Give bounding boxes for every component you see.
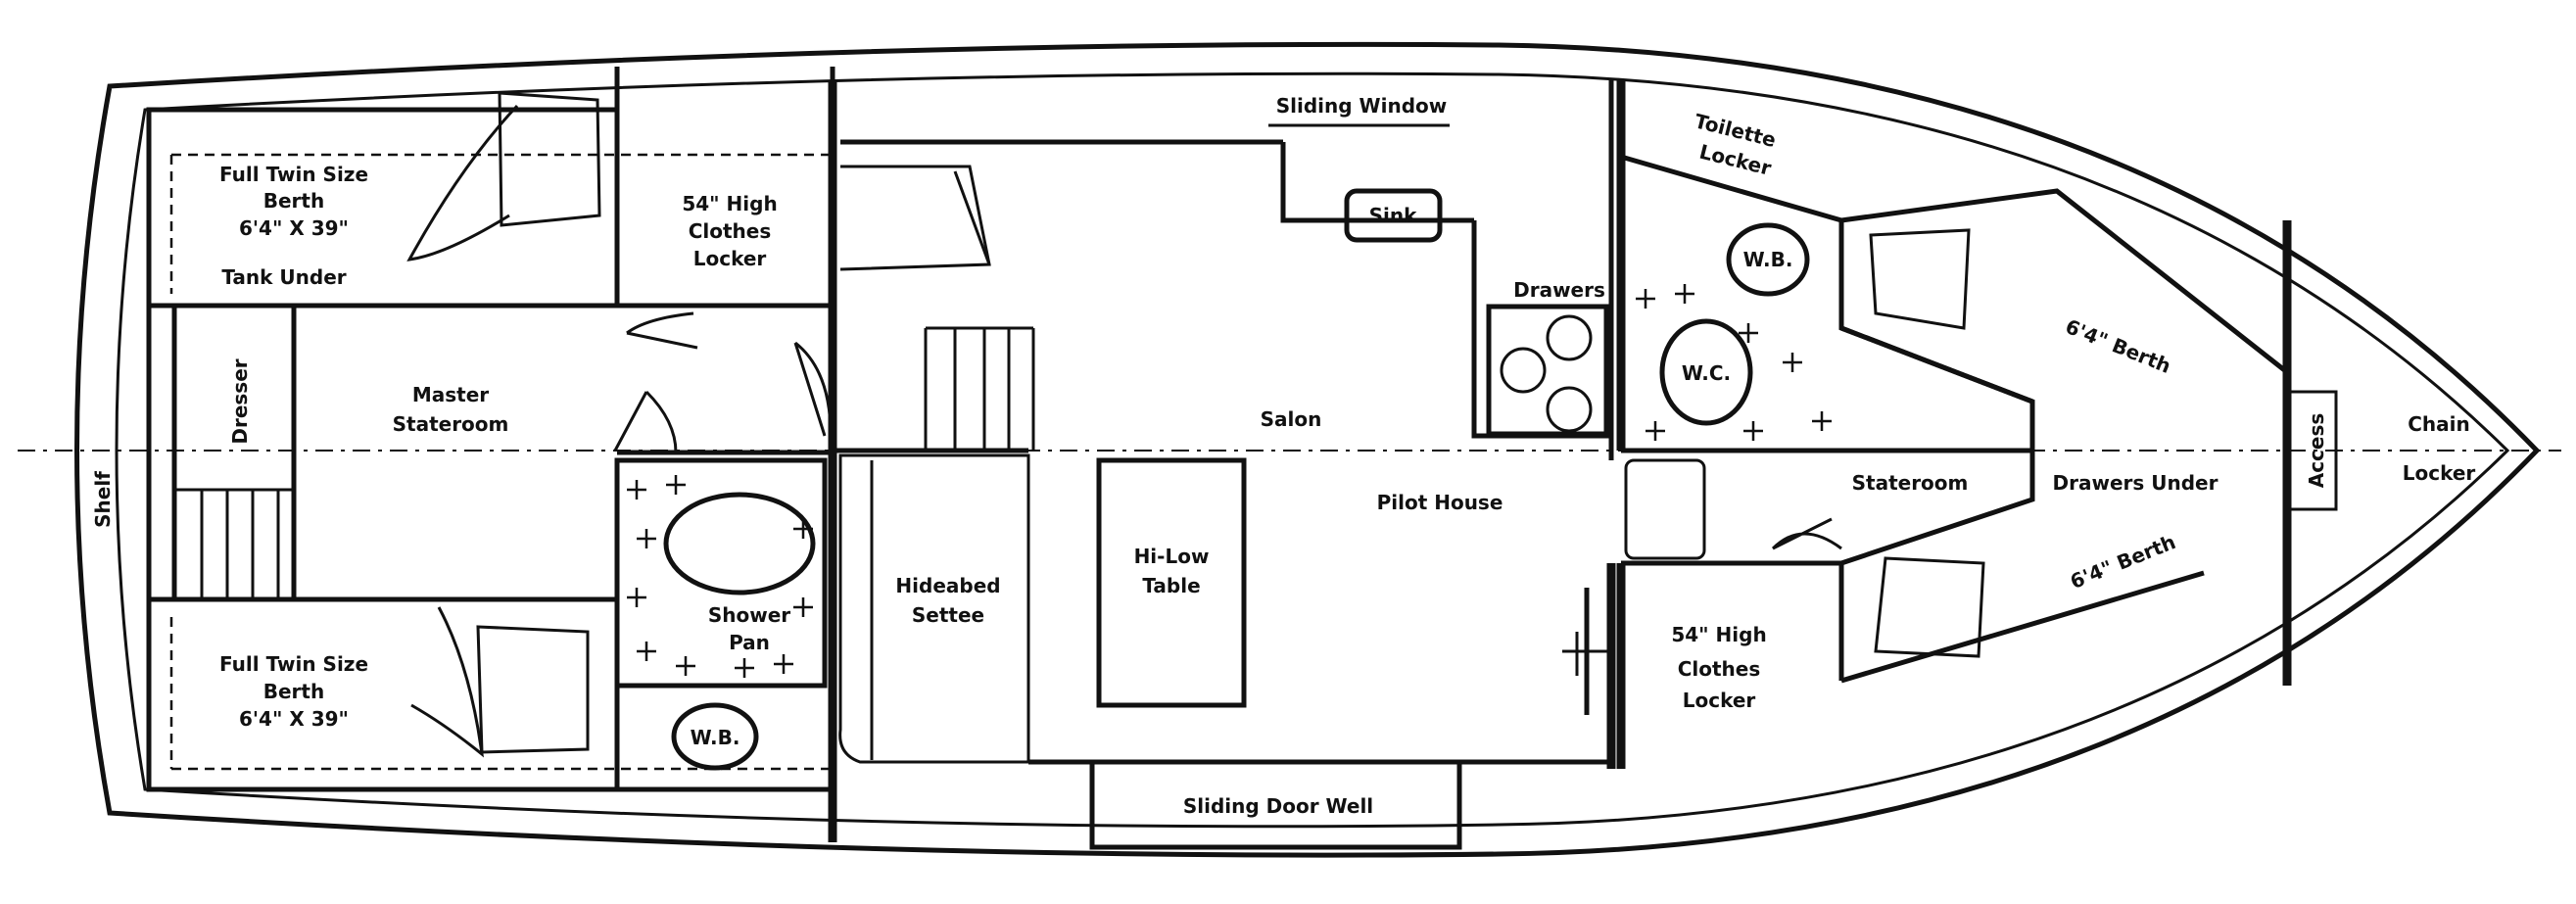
forward-pillows	[1869, 228, 1985, 658]
shower-pan-2: Pan	[729, 631, 770, 654]
access: Access	[2305, 413, 2328, 489]
full-twin-bottom-3: 6'4" X 39"	[239, 707, 349, 731]
clothes-locker-fwd-1: 54" High	[1671, 623, 1766, 646]
clothes-locker-fwd-3: Locker	[1683, 689, 1756, 712]
drawers-under: Drawers Under	[2053, 471, 2218, 495]
shower-pan-1: Shower	[708, 603, 790, 627]
wc: W.C.	[1682, 361, 1731, 385]
wb-fwd: W.B.	[1743, 248, 1793, 271]
shelf: Shelf	[91, 471, 115, 528]
stateroom-fwd: Stateroom	[1852, 471, 1969, 495]
tank-under: Tank Under	[221, 265, 346, 289]
full-twin-bottom-2: Berth	[263, 680, 324, 703]
hideabed-settee	[838, 453, 1030, 764]
full-twin-top-2: Berth	[263, 189, 324, 213]
locker: Locker	[2403, 461, 2476, 485]
pillow-icons	[406, 91, 601, 758]
clothes-locker-fwd-2: Clothes	[1678, 657, 1761, 681]
pilot-house: Pilot House	[1377, 491, 1503, 514]
hi-low-table-2: Table	[1142, 574, 1200, 597]
clothes-locker-aft-2: Clothes	[689, 219, 772, 243]
forward-cabin-walls	[1616, 80, 2338, 769]
clothes-locker-aft-1: 54" High	[682, 192, 777, 215]
wb-aft: W.B.	[691, 726, 740, 749]
master-stateroom-1: Master	[412, 383, 489, 406]
aft-head	[614, 457, 828, 771]
chain: Chain	[2408, 412, 2470, 436]
hideabed-settee-1: Hideabed	[895, 574, 1000, 597]
hull-outline	[18, 41, 2561, 858]
sliding-door-well: Sliding Door Well	[1183, 794, 1373, 818]
berth-top: 6'4" Berth	[2062, 314, 2174, 378]
full-twin-top-3: 6'4" X 39"	[239, 216, 349, 240]
sliding-window: Sliding Window	[1276, 94, 1448, 118]
salon-pilot-house	[828, 80, 1616, 850]
sink: Sink	[1369, 204, 1417, 227]
hideabed-settee-2: Settee	[912, 603, 984, 627]
salon: Salon	[1261, 407, 1322, 431]
full-twin-top-1: Full Twin Size	[219, 163, 368, 186]
hi-low-table-1: Hi-Low	[1134, 545, 1210, 568]
dresser: Dresser	[228, 358, 252, 444]
full-twin-bottom-1: Full Twin Size	[219, 652, 368, 676]
master-stateroom-2: Stateroom	[393, 412, 509, 436]
clothes-locker-aft-3: Locker	[693, 247, 767, 270]
drawers: Drawers	[1513, 278, 1605, 302]
aft-cabin-walls	[146, 67, 837, 792]
